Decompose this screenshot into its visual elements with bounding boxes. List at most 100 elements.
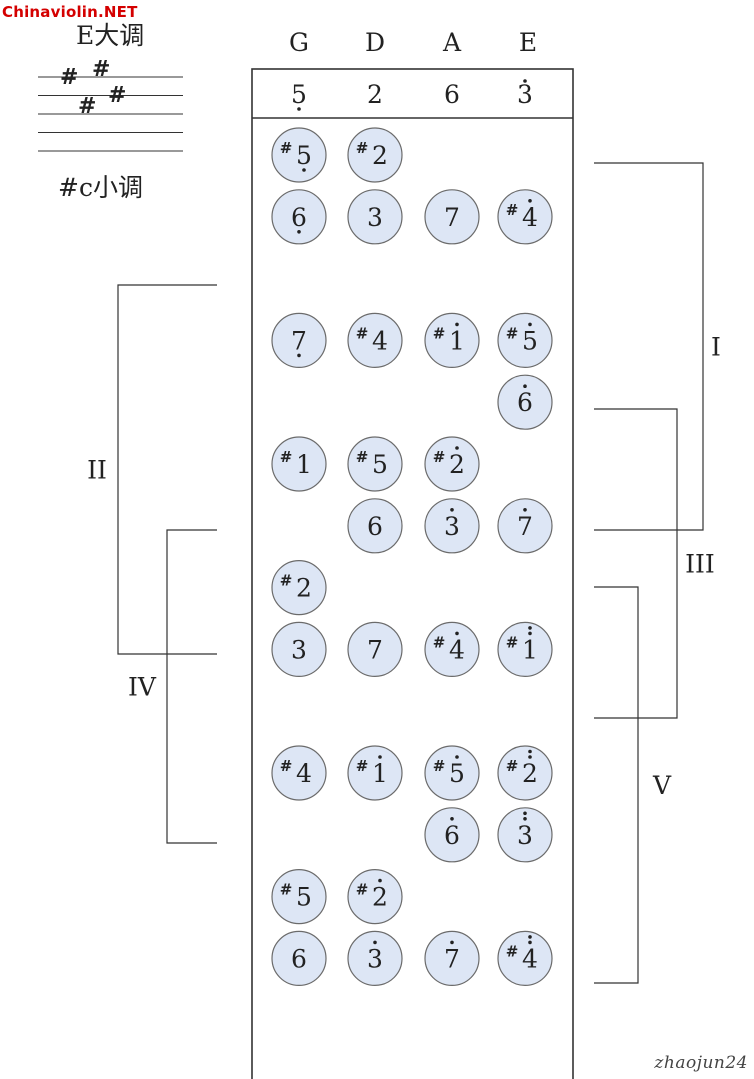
octave-dot-high — [450, 508, 454, 512]
note-digit: 3 — [291, 635, 307, 664]
note-circle — [347, 498, 403, 554]
octave-dot-high — [523, 508, 527, 512]
octave-dot-high — [523, 817, 527, 821]
sharp-icon: # — [356, 881, 369, 899]
sharp-icon: # — [433, 324, 446, 342]
sharp-icon: # — [280, 572, 293, 590]
sharp-icon: # — [506, 757, 519, 775]
sharp-icon: # — [356, 448, 369, 466]
sharp-icon: # — [356, 324, 369, 342]
note-circle — [424, 745, 480, 801]
note-digit: 7 — [517, 512, 533, 541]
sharp-icon: # — [356, 139, 369, 157]
octave-dot-high — [373, 940, 377, 945]
note-circle — [424, 621, 480, 678]
sharp-icon: # — [506, 201, 519, 219]
octave-dot-high — [523, 79, 527, 83]
octave-dot-high — [378, 878, 382, 883]
note-circle — [347, 436, 403, 492]
octave-dot-high — [450, 940, 454, 945]
string-label-e: E — [518, 28, 538, 57]
octave-dot-high — [528, 755, 532, 759]
note-digit: 3 — [367, 944, 383, 973]
position-label: I — [711, 333, 721, 362]
octave-dot-high — [378, 755, 382, 759]
note-digit: 1 — [372, 759, 388, 788]
note-digit: 5 — [296, 141, 312, 170]
note-digit: 2 — [296, 574, 312, 603]
note-digit: 5 — [296, 883, 312, 912]
note-digit: 4 — [372, 326, 388, 355]
watermark: Chinaviolin.NET — [2, 3, 138, 21]
note-circle — [347, 868, 403, 925]
octave-dot-high — [455, 446, 459, 450]
note-digit: 7 — [367, 635, 383, 664]
note-circle — [497, 374, 553, 430]
note-digit: 7 — [444, 944, 460, 973]
note-circle — [271, 559, 327, 616]
sharp-icon: # — [356, 757, 369, 775]
note-circle — [497, 498, 553, 554]
note-circle — [497, 745, 553, 801]
note-digit: 2 — [449, 450, 465, 479]
note-circle — [271, 127, 327, 183]
position-label: IV — [128, 673, 157, 702]
note-circle — [347, 745, 403, 801]
position-label: II — [87, 456, 107, 485]
note-circle — [347, 621, 403, 678]
key-signature-sharp-icon: # — [60, 65, 78, 90]
octave-dot-high — [528, 935, 532, 939]
note-circle — [271, 312, 327, 368]
sharp-icon: # — [506, 324, 519, 342]
sharp-icon: # — [433, 448, 446, 466]
note-circle — [347, 127, 403, 183]
note-circle — [424, 189, 480, 245]
note-digit: 1 — [522, 635, 538, 664]
sharp-icon: # — [280, 757, 293, 775]
note-circle — [347, 312, 403, 368]
note-digit: 1 — [449, 326, 465, 355]
string-label-g: G — [289, 28, 309, 57]
note-digit: 4 — [296, 759, 312, 788]
key-minor-label: #c小调 — [58, 173, 143, 202]
sharp-icon: # — [280, 881, 293, 899]
note-digit: 7 — [291, 326, 307, 355]
octave-dot-high — [450, 817, 454, 821]
note-circle — [271, 621, 327, 678]
open-string-note: 6 — [444, 80, 460, 109]
note-digit: 6 — [291, 944, 307, 973]
position-label: III — [685, 550, 715, 579]
note-digit: 6 — [517, 388, 533, 417]
octave-dot-high — [455, 631, 459, 636]
note-digit: 5 — [522, 326, 538, 355]
note-circle — [424, 930, 480, 987]
note-digit: 2 — [372, 883, 388, 912]
note-circle — [424, 498, 480, 554]
note-digit: 6 — [444, 821, 460, 850]
open-string-note: 5 — [291, 80, 307, 109]
note-circle — [497, 621, 553, 678]
signature: zhaojun24 — [654, 1053, 748, 1073]
open-string-note: 2 — [367, 80, 383, 109]
note-digit: 7 — [444, 203, 460, 232]
sharp-icon: # — [433, 757, 446, 775]
note-digit: 1 — [296, 450, 312, 479]
note-digit: 6 — [291, 203, 307, 232]
octave-dot-high — [528, 199, 532, 203]
note-digit: 4 — [522, 944, 538, 973]
open-string-note: 3 — [517, 80, 533, 109]
sharp-icon: # — [506, 942, 519, 960]
note-digit: 4 — [522, 203, 538, 232]
position-bracket — [594, 408, 678, 719]
sharp-icon: # — [506, 633, 519, 651]
note-circle — [271, 436, 327, 492]
note-digit: 3 — [517, 821, 533, 850]
note-circle — [271, 745, 327, 801]
note-circle — [271, 930, 327, 987]
note-digit: 5 — [449, 759, 465, 788]
octave-dot-high — [455, 322, 459, 327]
note-digit: 6 — [367, 512, 383, 541]
note-digit: 4 — [449, 635, 465, 664]
position-bracket — [594, 162, 704, 531]
note-circle — [497, 312, 553, 368]
